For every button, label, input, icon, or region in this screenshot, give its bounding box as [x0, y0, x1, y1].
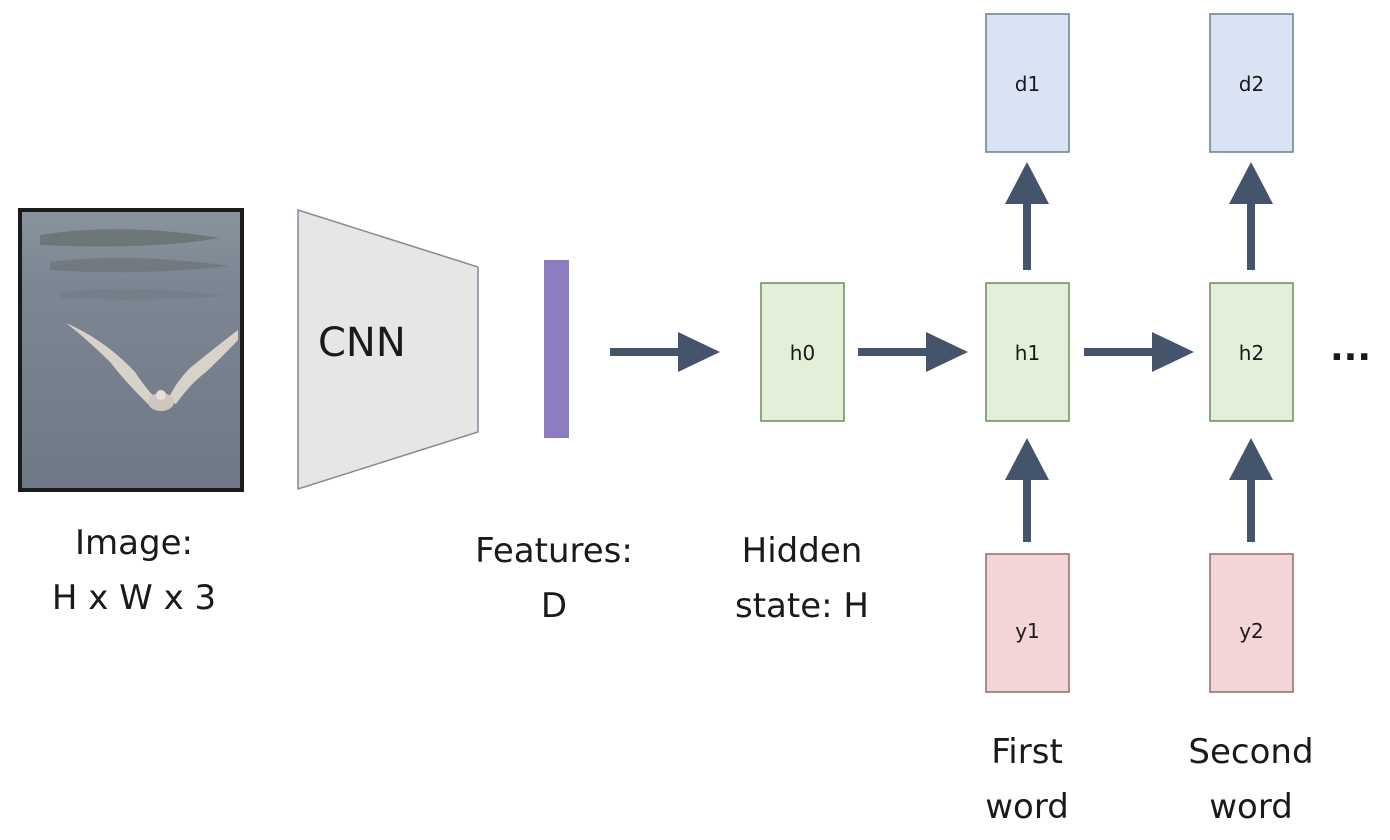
- arrow-h2-to-d2: [1229, 162, 1273, 270]
- h0-label: h0: [790, 341, 815, 365]
- image-caption-line2: H x W x 3: [52, 578, 216, 618]
- hidden-state-h1: h1: [985, 282, 1070, 422]
- hidden-state-h0: h0: [760, 282, 845, 422]
- continuation-ellipsis: ...: [1330, 328, 1371, 369]
- arrow-y1-to-h1: [1005, 438, 1049, 542]
- h1-label: h1: [1015, 341, 1040, 365]
- cnn-block: CNN: [297, 208, 479, 491]
- hidden-caption-line1: Hidden: [742, 531, 863, 571]
- y2-label: y2: [1239, 619, 1264, 643]
- hidden-caption-line2: state: H: [735, 586, 869, 626]
- arrow-h0-to-h1: [858, 332, 968, 372]
- arrow-h1-to-d1: [1005, 162, 1049, 270]
- input-y1: y1: [985, 553, 1070, 693]
- d2-label: d2: [1239, 72, 1264, 96]
- second-word-caption-line2: word: [1209, 787, 1293, 827]
- first-word-caption-line1: First: [991, 732, 1063, 772]
- input-image-photo: [18, 208, 244, 492]
- output-d1: d1: [985, 13, 1070, 153]
- y1-label: y1: [1015, 619, 1040, 643]
- arrow-h1-to-h2: [1084, 332, 1194, 372]
- arrow-features-to-h0: [610, 332, 720, 372]
- input-y2: y2: [1209, 553, 1294, 693]
- second-word-caption-line1: Second: [1188, 732, 1313, 772]
- arrow-y2-to-h2: [1229, 438, 1273, 542]
- cnn-label: CNN: [318, 320, 406, 366]
- features-caption-line1: Features:: [475, 531, 633, 571]
- h2-label: h2: [1239, 341, 1264, 365]
- feature-vector-bar: [544, 260, 569, 438]
- first-word-caption-line2: word: [985, 787, 1069, 827]
- d1-label: d1: [1015, 72, 1040, 96]
- hidden-state-h2: h2: [1209, 282, 1294, 422]
- features-caption-line2: D: [541, 586, 567, 626]
- image-caption-line1: Image:: [75, 523, 193, 563]
- output-d2: d2: [1209, 13, 1294, 153]
